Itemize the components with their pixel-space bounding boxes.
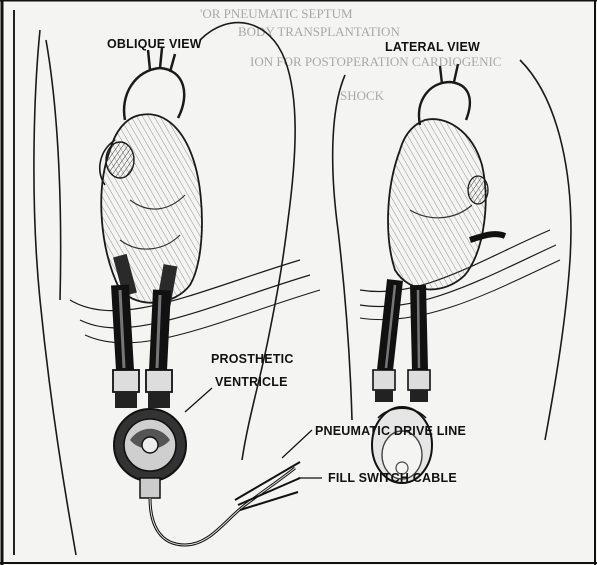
oblique-drive-line <box>150 468 295 545</box>
label-pneumatic-drive-line: PNEUMATIC DRIVE LINE <box>315 424 466 438</box>
label-prosthetic-ventricle-line-1: PROSTHETIC <box>211 352 294 366</box>
label-oblique-view: OBLIQUE VIEW <box>107 37 202 51</box>
cable-splay <box>235 462 300 510</box>
lateral-heart <box>388 64 505 289</box>
oblique-prosthetic-ventricle <box>114 409 186 498</box>
label-lateral-view: LATERAL VIEW <box>385 40 480 54</box>
label-fill-switch-cable: FILL SWITCH CABLE <box>328 471 457 485</box>
lateral-cannulae <box>373 280 430 402</box>
label-prosthetic-ventricle-line-2: VENTRICLE <box>215 375 288 389</box>
